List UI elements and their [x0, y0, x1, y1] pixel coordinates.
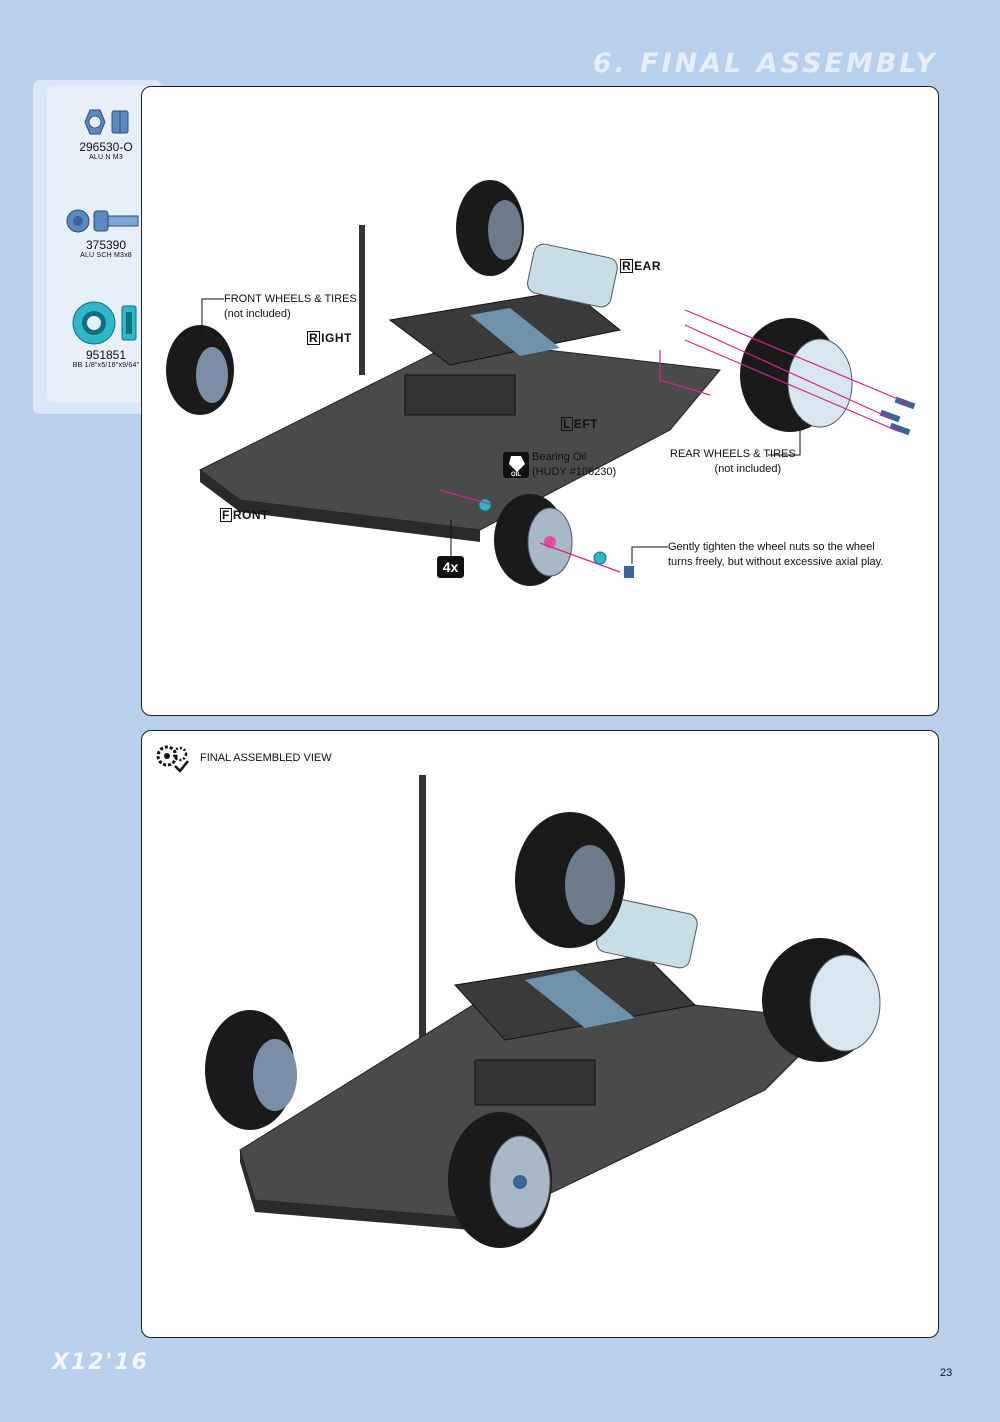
oil-bottle-icon: OIL — [503, 452, 529, 478]
rear-wheels-label: REAR WHEELS & TIRES (not included) — [670, 448, 796, 475]
bearing-part — [593, 551, 607, 565]
motor — [527, 243, 618, 308]
page-number: 23 — [940, 1367, 953, 1379]
brand-logo: X12'16 — [52, 1350, 149, 1375]
chassis-plate — [199, 339, 721, 531]
front-wheels-label: FRONT WHEELS & TIRES (not included) — [224, 293, 357, 320]
screw-icon — [66, 209, 139, 233]
nut-icon — [84, 109, 129, 135]
bearing-part — [478, 498, 492, 512]
ball-bearing-icon — [72, 301, 137, 345]
part-desc: ALU SCH M3x8 — [80, 252, 132, 259]
wheel-nut-part — [624, 566, 634, 578]
antenna — [419, 775, 426, 1045]
part-desc: ALU N M3 — [89, 154, 123, 161]
wheel-nut-note: Gently tighten the wheel nuts so the whe… — [668, 541, 884, 568]
screw-part — [889, 422, 911, 436]
part-item: 296530-O ALU N M3 — [44, 108, 168, 161]
final-view-title: FINAL ASSEMBLED VIEW — [200, 752, 332, 764]
part-desc: BB 1/8"x5/16"x9/64" — [72, 362, 140, 369]
oil-icon-text: OIL — [511, 472, 521, 478]
antenna — [359, 225, 365, 375]
part-code: 951851 — [85, 348, 127, 362]
final-chassis-illustration — [205, 775, 881, 1248]
exploded-chassis-illustration — [166, 180, 916, 586]
battery-box — [404, 374, 516, 416]
bearing-oil-label: Bearing Oil (HUDY #106230) — [532, 451, 617, 478]
part-item: 375390 ALU SCH M3x8 — [44, 206, 168, 259]
part-code: 375390 — [85, 238, 127, 252]
battery-box — [474, 1059, 596, 1106]
gears-check-icon — [156, 745, 189, 773]
section-title: 6. FINAL ASSEMBLY — [592, 48, 938, 79]
screw-part — [879, 409, 901, 423]
part-item: 951851 BB 1/8"x5/16"x9/64" — [44, 300, 168, 369]
part-code: 296530-O — [79, 140, 133, 154]
quantity-badge: 4x — [437, 556, 464, 578]
